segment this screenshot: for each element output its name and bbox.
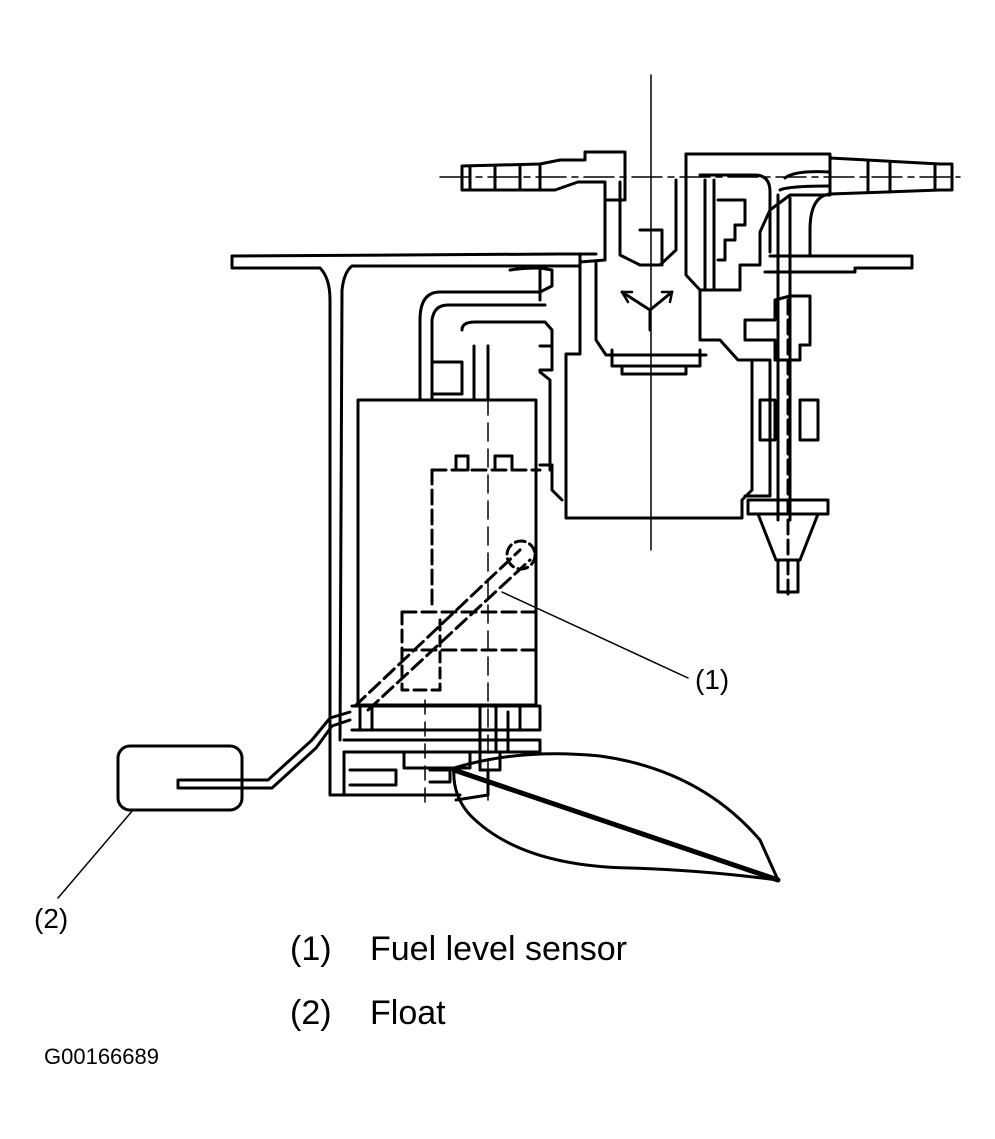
leader-line-fuel-level-sensor	[501, 591, 689, 679]
legend-item-fuel-level-sensor: (1) Fuel level sensor	[290, 932, 627, 966]
leader-lines	[57, 591, 689, 899]
legend-label: Fuel level sensor	[370, 930, 628, 968]
center-lines	[424, 74, 961, 806]
callout-float: (2)	[34, 903, 69, 934]
legend-number: (2)	[290, 994, 332, 1032]
legend-item-float: (2) Float	[290, 996, 446, 1030]
float-assembly	[116, 710, 352, 812]
figure-id: G00166689	[44, 1044, 159, 1069]
leader-line-float	[57, 809, 134, 899]
legend-number: (1)	[290, 930, 332, 968]
top-fittings	[460, 150, 954, 522]
pump-hoses	[418, 266, 564, 502]
float	[116, 744, 244, 812]
legend-label: Float	[370, 994, 446, 1032]
fuel-pump-body	[342, 398, 542, 797]
valve-body	[564, 178, 754, 520]
pressure-regulator	[743, 294, 830, 602]
mounting-flange	[230, 252, 914, 797]
filter-sock	[451, 752, 781, 883]
callout-fuel-level-sensor: (1)	[695, 664, 730, 695]
